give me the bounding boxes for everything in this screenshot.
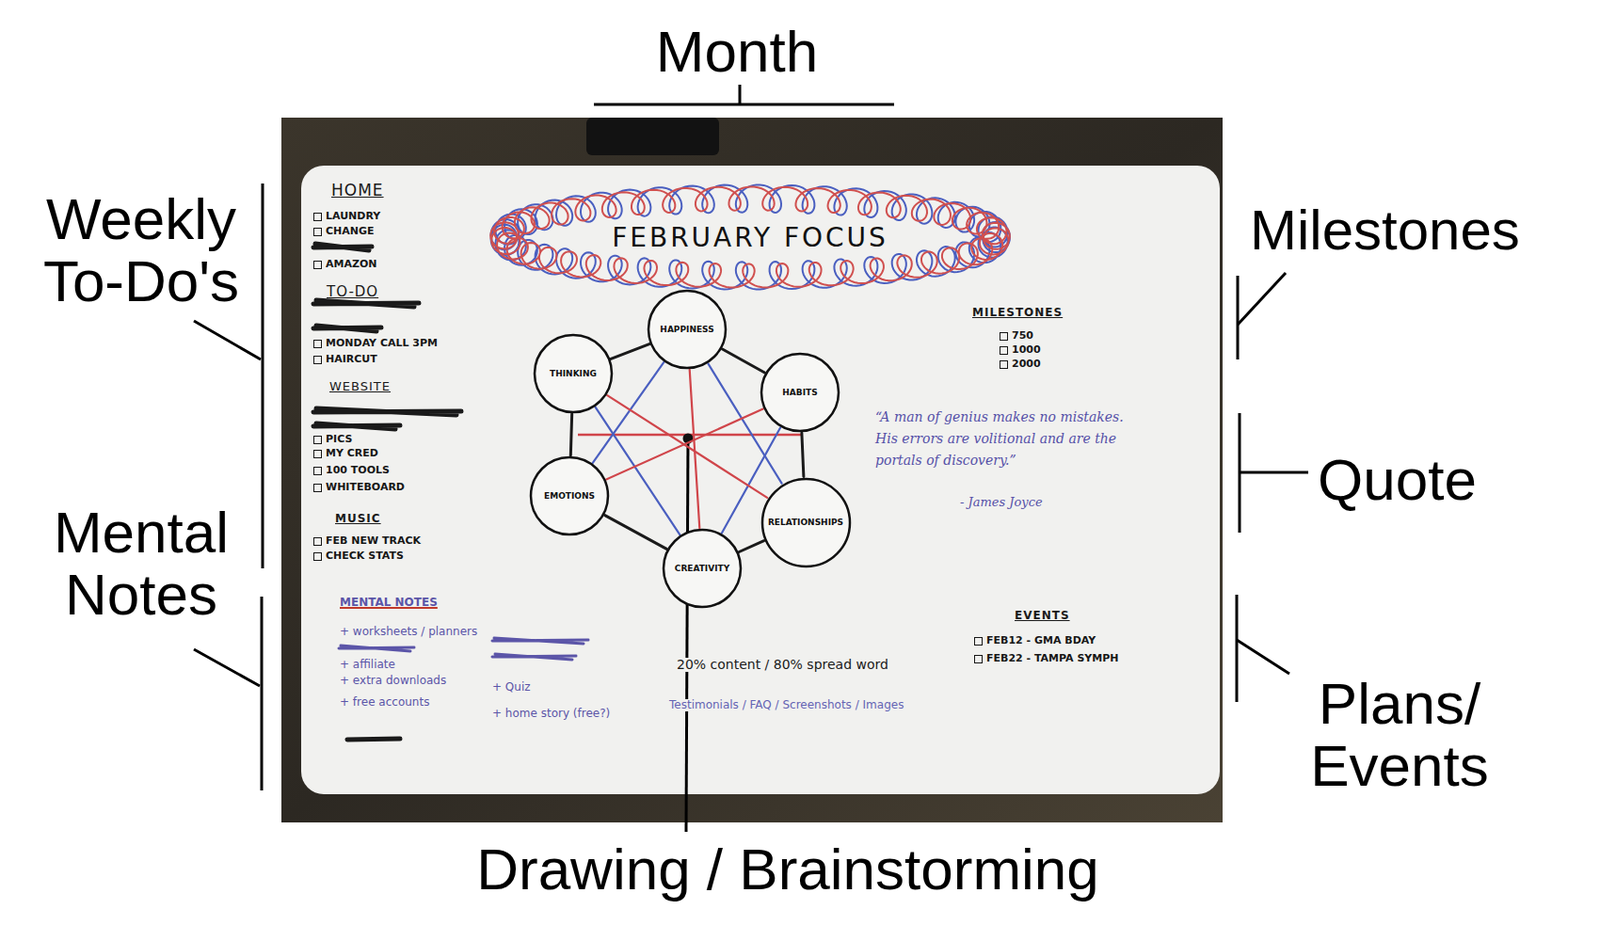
note-item: + worksheets / planners xyxy=(339,625,478,639)
topic-circle: RELATIONSHIPS xyxy=(760,477,852,569)
circle-outline xyxy=(534,335,612,413)
topic-text: THINKING xyxy=(549,368,597,379)
event-item: FEB22 - TAMPA SYMPH xyxy=(974,653,1120,665)
topic-text: HABITS xyxy=(782,387,817,398)
board-clip xyxy=(586,117,720,156)
list-heading: HOME xyxy=(331,181,384,200)
todo-item: 100 TOOLS xyxy=(313,464,390,477)
note-item: + free accounts xyxy=(339,696,430,709)
notes-heading: MENTAL NOTES xyxy=(339,596,438,609)
note-item: + home story (free?) xyxy=(492,707,610,720)
todo-item: HAIRCUT xyxy=(313,353,378,366)
whiteboard xyxy=(301,165,1220,795)
connector-line xyxy=(722,349,766,373)
connector-stroke xyxy=(801,432,804,478)
topic-circle: HAPPINESS xyxy=(646,288,728,370)
topic-circle: CREATIVITY xyxy=(661,528,743,609)
list-heading: MUSIC xyxy=(335,512,382,526)
connector-stroke xyxy=(610,344,650,360)
quote-text: “A man of genius makes no mistakes. His … xyxy=(875,406,1149,472)
circle-outline xyxy=(530,457,608,535)
callout-label: Drawing / Brainstorming xyxy=(476,838,1100,901)
list-heading: TO-DO xyxy=(326,284,379,301)
todo-item: CHECK STATS xyxy=(313,550,404,562)
scribble-cloud xyxy=(491,184,1010,289)
event-item: FEB12 - GMA BDAY xyxy=(974,635,1096,647)
connector-line xyxy=(595,407,681,535)
milestone-item: 1000 xyxy=(999,344,1041,356)
quote-author: - James Joyce xyxy=(960,496,1043,510)
todo-item: MY CRED xyxy=(313,448,379,460)
list-heading: EVENTS xyxy=(1014,609,1071,623)
connector-line xyxy=(605,515,668,550)
topic-text: EMOTIONS xyxy=(544,491,595,501)
connector-stroke xyxy=(738,541,764,553)
note-item: + extra downloads xyxy=(339,674,447,688)
callout-label: Weekly To-Do's xyxy=(23,188,259,312)
connector-line xyxy=(689,369,701,528)
callout-brackets xyxy=(193,84,1309,832)
connector-stroke xyxy=(605,515,668,550)
connector-line xyxy=(801,432,804,478)
photo-background xyxy=(281,117,1223,823)
brainstorm-note: 20% content / 80% spread word xyxy=(673,657,892,672)
title-text: FEBRUARY FOCUS xyxy=(611,222,889,254)
connector-line xyxy=(607,395,768,498)
callout-label: Mental Notes xyxy=(23,501,259,625)
connector-stroke xyxy=(606,409,764,480)
strikeout-scribbles-purple xyxy=(338,638,589,660)
todo-item: CHANGE xyxy=(313,225,375,238)
note-item: + Quiz xyxy=(492,681,531,694)
strikeout-scribbles xyxy=(313,243,462,740)
callout-title: Month xyxy=(656,20,818,83)
topic-circle: EMOTIONS xyxy=(528,455,610,537)
topic-text: RELATIONSHIPS xyxy=(768,517,844,528)
connector-stroke xyxy=(722,349,766,373)
todo-item: WHITEBOARD xyxy=(313,481,405,494)
connector-line xyxy=(610,344,650,360)
note-item: + affiliate xyxy=(339,658,396,672)
todo-item: LAUNDRY xyxy=(313,210,381,223)
todo-item: FEB NEW TRACK xyxy=(313,535,421,547)
title-cloud: FEBRUARY FOCUS xyxy=(486,185,1014,289)
circle-outline xyxy=(663,529,741,608)
circle-outline xyxy=(648,290,726,368)
brainstorm-note: Testimonials / FAQ / Screenshots / Image… xyxy=(666,699,907,712)
connector-line xyxy=(606,409,764,480)
topic-circle: HABITS xyxy=(759,352,841,433)
connector-line xyxy=(738,541,764,553)
milestone-item: 2000 xyxy=(999,358,1041,370)
todo-item: MONDAY CALL 3PM xyxy=(313,337,438,350)
circle-outline xyxy=(761,353,839,432)
connector-stroke xyxy=(570,414,572,456)
scribble-cloud xyxy=(490,186,1010,288)
circle-outline xyxy=(762,479,850,567)
topic-circle: THINKING xyxy=(532,333,614,415)
callout-label: Milestones xyxy=(1249,200,1520,261)
todo-item: PICS xyxy=(313,433,352,446)
milestone-item: 750 xyxy=(999,330,1034,342)
list-heading: WEBSITE xyxy=(329,380,391,394)
connector-stroke xyxy=(607,395,768,498)
todo-item: AMAZON xyxy=(313,258,378,271)
connector-stroke xyxy=(595,407,681,535)
callout-label: Quote xyxy=(1317,448,1477,512)
list-heading: MILESTONES xyxy=(972,306,1063,320)
topic-text: HAPPINESS xyxy=(659,324,714,335)
connector-line xyxy=(570,414,572,456)
connector-stroke xyxy=(689,369,701,528)
topic-text: CREATIVITY xyxy=(674,563,730,574)
callout-label: Plans/ Events xyxy=(1291,672,1508,797)
